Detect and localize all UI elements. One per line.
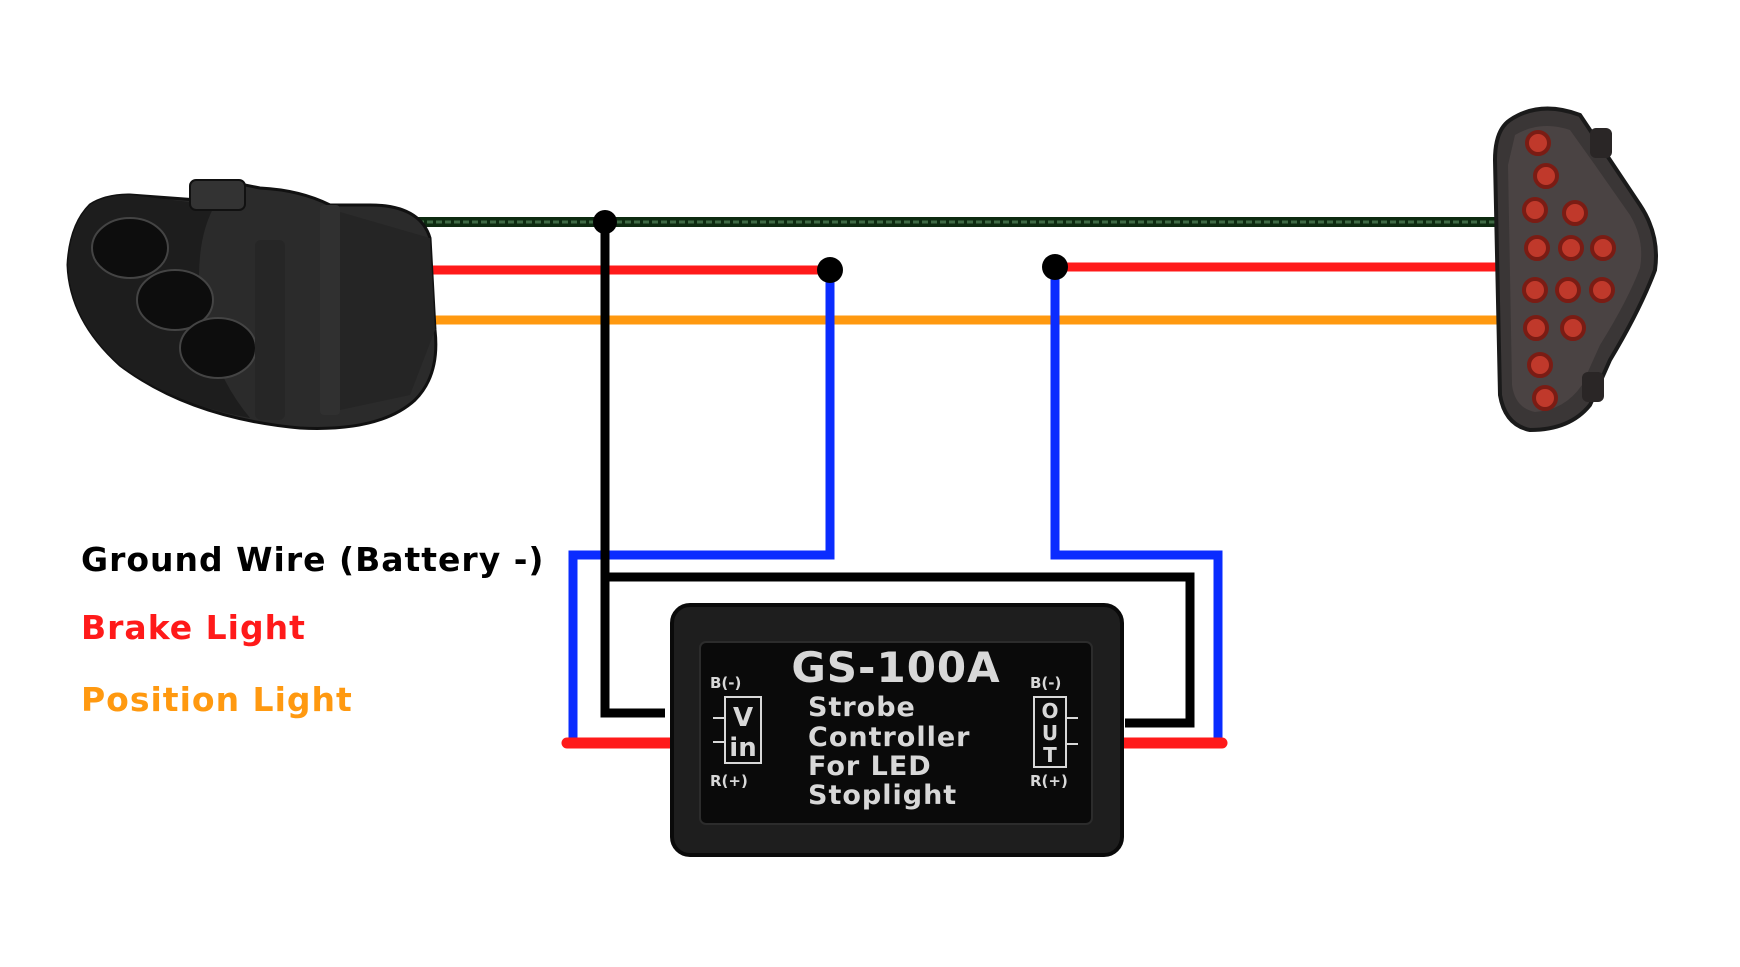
left-r-plus-label: R(+) [710,772,748,790]
module-label-panel [699,641,1093,825]
brake-right-junction-dot [1042,254,1068,280]
junctions [593,210,1068,283]
module-model-label: GS-100A [791,643,1000,692]
legend-ground-wire: Ground Wire (Battery -) [81,540,545,579]
vin-v-label: V [733,703,753,733]
module-desc-line1: Strobe [808,692,916,723]
module-desc-line4: Stoplight [808,780,957,811]
left-b-minus-label: B(-) [710,674,741,692]
legend-position-light: Position Light [81,680,353,719]
vin-in-label: in [729,733,756,763]
led-tail-light-icon [1492,106,1658,433]
strobe-controller-module: GS-100A Strobe Controller For LED Stopli… [670,603,1124,857]
brake-left-junction-dot [817,257,843,283]
module-desc-line2: Controller [808,722,971,753]
out-o-label: O [1041,699,1058,723]
out-t-label: T [1043,743,1057,767]
led-cluster [1522,130,1616,411]
ground-junction-dot [593,210,617,234]
vin-box [724,696,762,764]
module-desc-line3: For LED [808,751,932,782]
right-r-plus-label: R(+) [1030,772,1068,790]
right-b-minus-label: B(-) [1030,674,1061,692]
module-wires [561,222,1228,749]
connector-plug-icon [66,179,438,430]
main-wires [355,217,1500,325]
out-u-label: U [1042,721,1058,745]
black-ground-drop [600,222,665,718]
out-box [1033,696,1067,768]
black-ground-loop [605,572,1195,728]
legend-brake-light: Brake Light [81,608,306,647]
